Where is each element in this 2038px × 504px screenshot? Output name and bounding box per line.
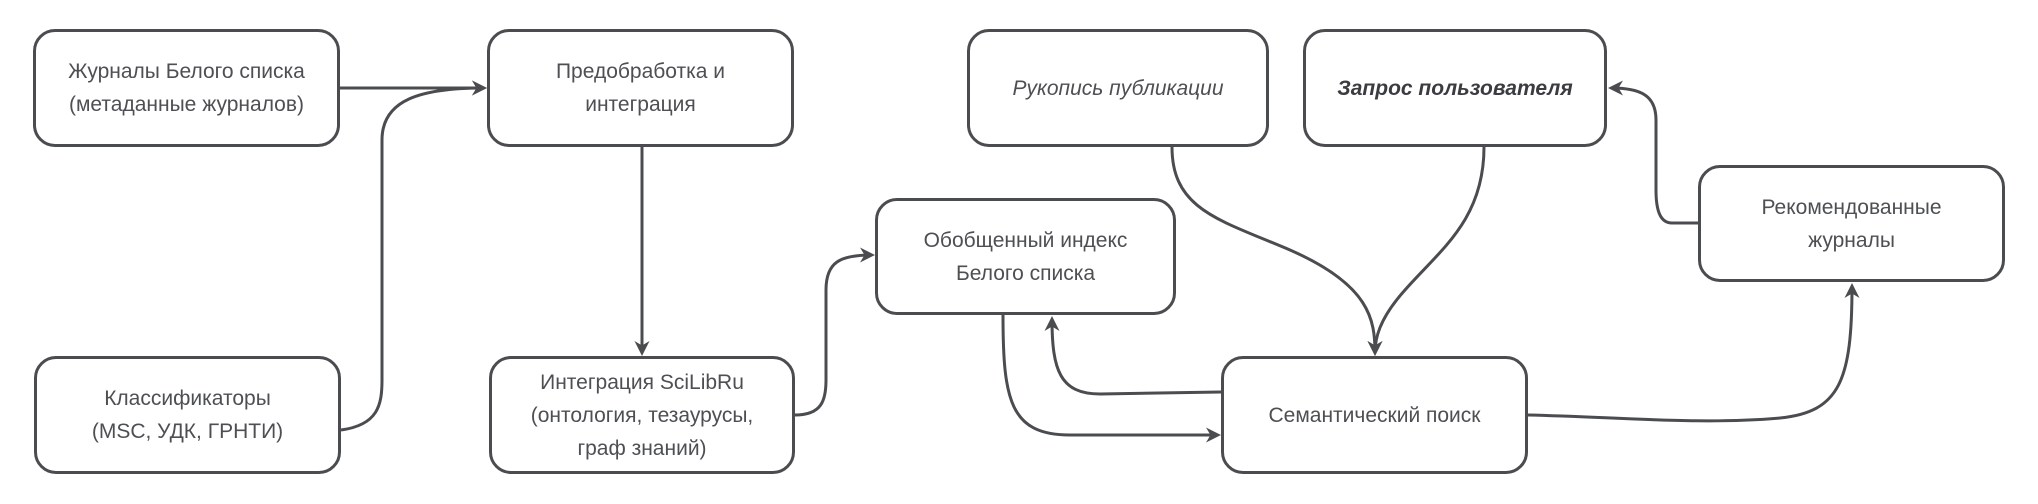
node-label: Журналы Белого списка [68,60,305,83]
node-label: Интеграция SciLibRu [540,370,744,394]
node-label: интеграция [585,93,696,116]
edge-search-to-index [1044,316,1222,396]
edge-query-to-search [1367,146,1486,356]
node-scilibru[interactable]: Интеграция SciLibRu (онтология, тезаурус… [489,356,795,474]
node-label: Классификаторы [104,387,271,410]
node-label: (метаданные журналов) [68,93,305,116]
node-label: Предобработка и [555,60,726,83]
node-label: (MSC, УДК, ГРНТИ) [91,420,284,443]
edge-scilibru-to-index [794,247,875,417]
node-generalized-index[interactable]: Обобщенный индекс Белого списка [875,198,1176,315]
node-label: Запрос пользователя [1337,76,1573,100]
node-whitelist-journals[interactable]: Журналы Белого списка (метаданные журнал… [33,29,340,147]
node-semantic-search[interactable]: Семантический поиск [1221,356,1528,474]
node-recommended-journals[interactable]: Рекомендованные журналы [1698,165,2005,282]
node-label: (онтология, тезаурусы, [530,403,754,427]
node-preprocessing[interactable]: Предобработка и интеграция [487,29,794,147]
node-label: Обобщенный индекс [923,228,1128,252]
edge-classifiers-to-preprocessing [340,80,487,432]
node-label: Белого списка [955,261,1096,285]
edge-recommended-to-query [1608,80,1698,225]
node-label: Рекомендованные [1761,195,1942,219]
edge-search-to-recommended [1527,283,1860,423]
node-label: журналы [1808,228,1895,252]
node-manuscript[interactable]: Рукопись публикации [967,29,1269,147]
edge-manuscript-to-search [1170,146,1383,356]
node-label: Рукопись публикации [1012,76,1224,100]
node-label: Семантический поиск [1268,403,1481,427]
node-label: граф знаний) [577,436,707,460]
node-classifiers[interactable]: Классификаторы (MSC, УДК, ГРНТИ) [34,356,341,474]
node-user-query[interactable]: Запрос пользователя [1303,29,1607,147]
edge-index-to-search [1001,314,1221,443]
